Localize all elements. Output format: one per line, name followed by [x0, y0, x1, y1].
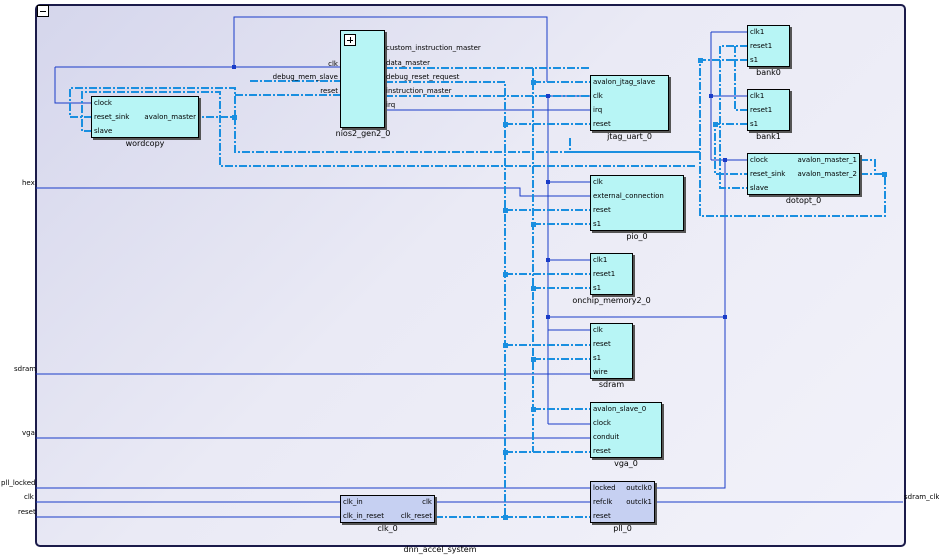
port-s1: s1 [750, 56, 759, 64]
vga-label: vga_0 [614, 459, 638, 468]
ext-port-sdram: sdram [14, 365, 37, 373]
port-reset-sink: reset_sink [750, 170, 786, 178]
port-clk: clk [328, 60, 338, 68]
port-avalon-slave-0: avalon_slave_0 [593, 405, 647, 413]
clk0-label: clk_0 [377, 524, 398, 533]
ext-port-pll-locked: pll_locked [1, 479, 36, 487]
port-data-master: data_master [386, 59, 430, 67]
bank0-label: bank0 [756, 68, 781, 77]
port-irq: irq [386, 101, 396, 109]
port-s1: s1 [593, 354, 602, 362]
port-clock: clock [94, 99, 112, 107]
port-s1: s1 [593, 284, 602, 292]
port-clk-in-reset: clk_in_reset [343, 512, 384, 520]
sdram-block[interactable]: clk reset s1 wire [590, 323, 633, 379]
port-reset1: reset1 [750, 42, 773, 50]
onchip-memory-label: onchip_memory2_0 [572, 296, 651, 305]
port-wire: wire [593, 368, 608, 376]
port-avalon-master-2: avalon_master_2 [797, 170, 857, 178]
port-avalon-master-1: avalon_master_1 [797, 156, 857, 164]
port-reset-sink: reset_sink [94, 113, 130, 121]
bank1-block[interactable]: clk1 reset1 s1 [747, 89, 790, 131]
port-clk: clk [593, 326, 603, 334]
collapse-icon[interactable] [37, 5, 49, 17]
onchip-memory-block[interactable]: clk1 reset1 s1 [590, 253, 633, 295]
port-reset: reset [593, 447, 611, 455]
port-reset: reset [593, 120, 611, 128]
system-name: dnn_accel_system [403, 545, 477, 554]
port-external-connection: external_connection [593, 192, 664, 200]
port-reset: reset [593, 340, 611, 348]
port-debug-reset-request: debug_reset_request [386, 73, 460, 81]
port-custom-instruction-master: custom_instruction_master [386, 44, 481, 52]
jtag-uart-label: jtag_uart_0 [607, 132, 652, 141]
port-outclk0: outclk0 [626, 484, 652, 492]
port-locked: locked [593, 484, 616, 492]
port-irq: irq [593, 106, 603, 114]
nios2-block[interactable] [340, 30, 385, 128]
bank1-label: bank1 [756, 132, 781, 141]
port-clk: clk [593, 92, 603, 100]
port-instruction-master: instruction_master [386, 87, 452, 95]
pll-label: pll_0 [613, 524, 632, 533]
port-avalon-master: avalon_master [144, 113, 196, 121]
jtag-uart-block[interactable]: avalon_jtag_slave clk irq reset [590, 75, 669, 131]
pll-block[interactable]: locked refclk reset outclk0 outclk1 [590, 481, 655, 523]
dotopt-block[interactable]: clock reset_sink slave avalon_master_1 a… [747, 153, 860, 195]
vga-block[interactable]: avalon_slave_0 clock conduit reset [590, 402, 662, 458]
port-clk1: clk1 [593, 256, 608, 264]
port-reset: reset [593, 206, 611, 214]
port-clk-reset: clk_reset [400, 512, 432, 520]
port-avalon-jtag-slave: avalon_jtag_slave [593, 78, 656, 86]
ext-port-sdram-clk: sdram_clk [904, 493, 939, 501]
pio-block[interactable]: clk external_connection reset s1 [590, 175, 684, 231]
ext-port-clk: clk [24, 493, 34, 501]
port-slave: slave [94, 127, 113, 135]
port-debug-mem-slave: debug_mem_slave [272, 73, 338, 81]
nios2-label: nios2_gen2_0 [335, 129, 391, 138]
port-reset: reset [593, 512, 611, 520]
ext-port-vga: vga [22, 429, 35, 437]
port-clk-in: clk_in [343, 498, 363, 506]
sdram-label: sdram [598, 380, 625, 389]
dotopt-label: dotopt_0 [785, 196, 822, 205]
port-clk: clk [422, 498, 432, 506]
ext-port-reset: reset [18, 508, 36, 516]
clk0-block[interactable]: clk_in clk_in_reset clk clk_reset [340, 495, 435, 523]
port-refclk: refclk [593, 498, 613, 506]
port-slave: slave [750, 184, 769, 192]
port-outclk1: outclk1 [626, 498, 652, 506]
port-clk1: clk1 [750, 92, 765, 100]
pio-label: pio_0 [626, 232, 648, 241]
bank0-block[interactable]: clk1 reset1 s1 [747, 25, 790, 67]
wordcopy-block[interactable]: clock reset_sink slave avalon_master [91, 96, 199, 138]
port-reset: reset [320, 87, 338, 95]
port-reset1: reset1 [593, 270, 616, 278]
expand-icon[interactable] [344, 34, 356, 46]
port-s1: s1 [593, 220, 602, 228]
ext-port-hex: hex [22, 179, 35, 187]
port-reset1: reset1 [750, 106, 773, 114]
port-clk: clk [593, 178, 603, 186]
port-clock: clock [593, 419, 611, 427]
port-clk1: clk1 [750, 28, 765, 36]
port-clock: clock [750, 156, 768, 164]
port-s1: s1 [750, 120, 759, 128]
port-conduit: conduit [593, 433, 620, 441]
wordcopy-label: wordcopy [125, 139, 165, 148]
